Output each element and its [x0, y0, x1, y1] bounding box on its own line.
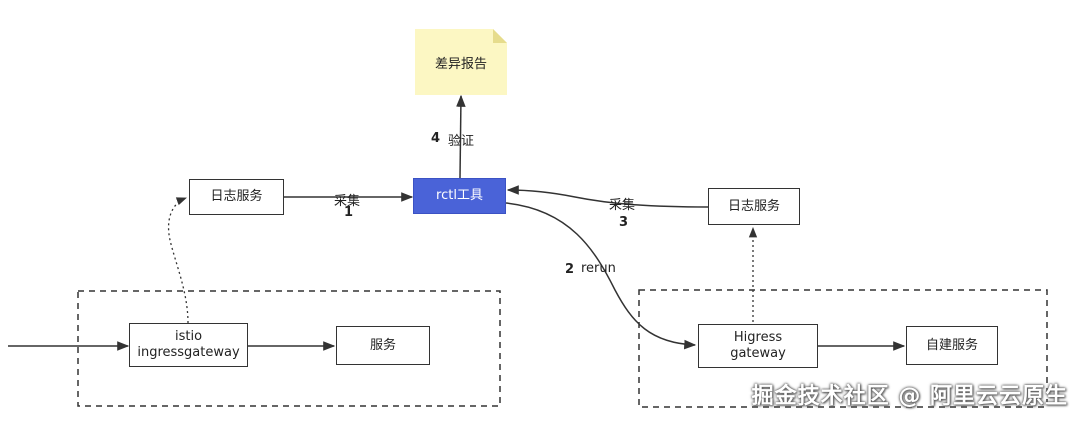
higress-gateway-box: Higress gateway: [698, 324, 818, 368]
istio-label-line2: ingressgateway: [137, 345, 240, 360]
istio-label-line1: istio: [174, 329, 203, 344]
rctl-tool-box: rctl工具: [413, 178, 506, 214]
right-cluster-frame: [638, 289, 1048, 408]
collect-1-step: 1: [344, 205, 354, 220]
rctl-tool-label: rctl工具: [436, 188, 483, 203]
log-service-right-box: 日志服务: [708, 188, 800, 225]
verify-4-label: 验证: [448, 134, 475, 149]
log-service-left-label: 日志服务: [210, 189, 263, 204]
higress-label-line1: Higress: [733, 330, 783, 345]
diff-report-note: 差异报告: [415, 29, 507, 95]
note-fold-corner: [493, 29, 507, 43]
rerun-2-arrow: [505, 202, 697, 350]
higress-label-line2: gateway: [730, 346, 786, 361]
custom-service-label: 自建服务: [925, 337, 978, 353]
log-service-left-box: 日志服务: [189, 179, 284, 215]
verify-4-step: 4: [431, 131, 441, 146]
watermark-text: 掘金技术社区 @ 阿里云云原生: [751, 384, 1068, 409]
collect-3-label: 采集: [609, 198, 636, 213]
verify-4-arrow: [456, 94, 466, 179]
custom-service-box: 自建服务: [906, 326, 998, 365]
left-cluster-frame: [77, 290, 501, 407]
collect-3-step: 3: [619, 215, 629, 230]
diff-report-label: 差异报告: [415, 29, 507, 95]
istio-to-log-dotted-arrow: [167, 197, 189, 324]
service-box: 服务: [336, 326, 430, 365]
istio-ingressgateway-box: istio ingressgateway: [129, 323, 248, 367]
collect-3-arrow: [506, 185, 709, 208]
rerun-2-label: rerun: [581, 261, 616, 276]
rerun-2-step: 2: [565, 262, 575, 277]
log-service-right-label: 日志服务: [727, 198, 780, 214]
collect-1-label: 采集: [334, 194, 361, 209]
service-label: 服务: [369, 337, 396, 353]
